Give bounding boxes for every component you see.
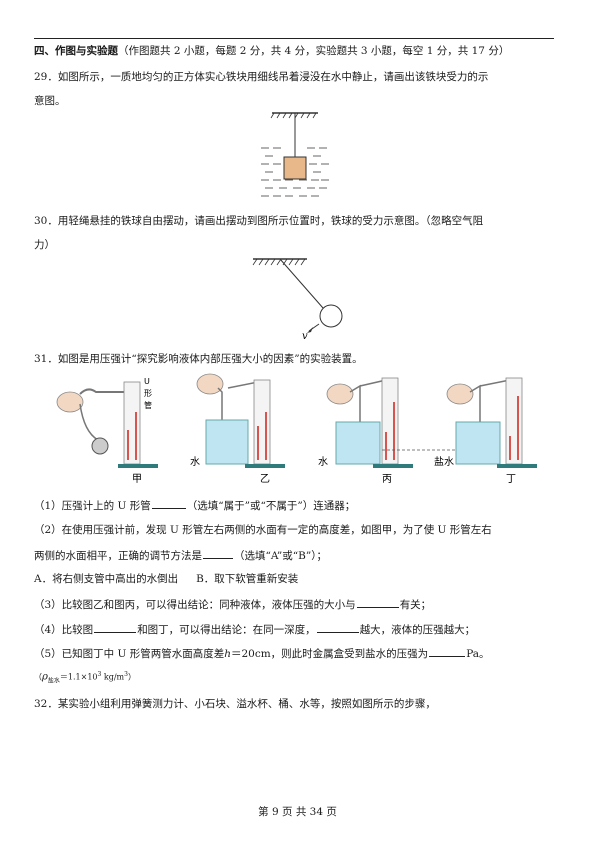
q31-part2-a: 两侧的水面相平，正确的调节方法是 (34, 550, 202, 562)
section-title: 四、作图与实验题 (34, 45, 118, 57)
u-tube-bing (381, 377, 399, 465)
base-bing (373, 464, 413, 468)
density-unit-exponent: 3 (124, 671, 128, 678)
answer-blank-6[interactable] (429, 646, 466, 657)
q30-line2: 力） (34, 239, 55, 251)
hand-ding (446, 383, 474, 405)
label-water-yi: 水 (190, 456, 200, 468)
density-exponent: 3 (97, 671, 102, 678)
beaker-yi (205, 419, 249, 465)
probe-jia (91, 437, 109, 455)
u-tube-yi (253, 379, 271, 465)
q31-intro: 31．如图是用压强计“探究影响液体内部压强大小的因素”的实验装置。 (34, 353, 363, 365)
option-a: A．将右侧支管中高出的水倒出 (34, 573, 179, 585)
apparatus-bing: 水 丙 (318, 377, 413, 485)
answer-blank-1[interactable] (151, 498, 186, 509)
label-yi: 乙 (260, 473, 270, 485)
q29-ceiling-hatch (270, 112, 317, 119)
q31-part3-b: 有关； (399, 599, 432, 611)
q31-part1-a: （1）压强计上的 U 形管 (34, 500, 151, 512)
u-tube-label-3: 管 (144, 400, 152, 410)
answer-blank-2[interactable] (203, 548, 233, 559)
hand-bing (326, 383, 354, 405)
q31-figure: U 形 管 甲 水 乙 水 丙 盐水 (56, 373, 537, 485)
q29-line2: 意图。 (34, 95, 66, 107)
q31-part4-a: （4）比较图 (34, 624, 94, 636)
q30-velocity-arrowhead (307, 327, 313, 333)
label-water-bing: 水 (318, 456, 328, 468)
q31-part4: （4）比较图 和图丁，可以得出结论：在同一深度， 越大，液体的压强越大； (34, 622, 475, 637)
q29-figure (261, 112, 329, 197)
label-bing: 丙 (382, 474, 392, 485)
q31-part4-c: 越大，液体的压强越大； (359, 624, 476, 636)
answer-blank-3[interactable] (356, 597, 399, 608)
beaker-bing (335, 421, 381, 465)
q31-part4-b: 和图丁，可以得出结论：在同一深度， (137, 624, 316, 636)
q31-part5-a: （5）已知图丁中 U 形管两管水面高度差 (34, 648, 225, 660)
beaker-ding (455, 421, 501, 465)
q31-options: A．将右侧支管中高出的水倒出 B．取下软管重新安装 (34, 572, 298, 586)
density-subscript: 盐水 (47, 677, 60, 685)
q30-iron-ball (319, 304, 343, 328)
section-heading: 四、作图与实验题（作图题共 2 小题，每题 2 分，共 4 分，实验题共 3 小… (34, 44, 509, 58)
q30-line1: 30．用轻绳悬挂的铁球自由摆动，请画出摆动到图所示位置时，铁球的受力示意图。（忽… (34, 215, 484, 227)
density-note: （ρ盐水＝1.1×103 kg/m3） (34, 671, 136, 685)
label-ding: 丁 (506, 474, 516, 485)
option-b: B．取下软管重新安装 (196, 573, 299, 585)
hose-jia (79, 388, 129, 430)
q31-part2-line2: 两侧的水面相平，正确的调节方法是 （选填“A”或“B”）； (34, 548, 327, 563)
label-jia: 甲 (132, 474, 142, 485)
q31-part5-c: Pa。 (466, 648, 490, 660)
base-ding (497, 464, 537, 468)
hand-jia (56, 391, 84, 413)
hose-jia-lower (79, 403, 99, 441)
u-tube-jia (123, 381, 141, 465)
height-variable: h (224, 648, 231, 660)
q31-part3: （3）比较图乙和图丙，可以得出结论：同种液体，液体压强的大小与 有关； (34, 597, 431, 612)
label-salt-water: 盐水 (434, 455, 454, 468)
q31-part2-b: （选填“A”或“B”）； (234, 550, 327, 562)
page-footer: 第 9 页 共 34 页 (258, 806, 337, 818)
q31-part1: （1）压强计上的 U 形管 （选填“属于”或“不属于”）连通器； (34, 498, 355, 513)
header-rule (34, 38, 554, 39)
answer-blank-5[interactable] (316, 622, 359, 633)
q29-water (261, 147, 329, 197)
density-value: ＝1.1×10 (59, 672, 98, 682)
q31-part5-b: ＝20cm，则此时金属盒受到盐水的压强为 (230, 648, 429, 660)
q29-iron-block (283, 156, 307, 180)
q31-part2-line1: （2）在使用压强计前，发现 U 形管左右两侧的水面有一定的高度差，如图甲，为了使… (34, 524, 492, 536)
density-unit: kg/m (101, 672, 125, 682)
base-yi (245, 464, 285, 468)
q30-ceiling-hatch (252, 258, 306, 266)
u-tube-ding (505, 377, 523, 465)
hand-yi (196, 373, 224, 395)
q30-velocity-label: v (302, 331, 308, 342)
density-symbol: ρ (42, 671, 48, 683)
base-jia (118, 464, 158, 468)
apparatus-jia: U 形 管 甲 (56, 377, 158, 485)
q31-part3-a: （3）比较图乙和图丙，可以得出结论：同种液体，液体压强的大小与 (34, 599, 356, 611)
u-tube-label-2: 形 (144, 389, 152, 398)
section-note: （作图题共 2 小题，每题 2 分，共 4 分，实验题共 3 小题，每空 1 分… (118, 45, 510, 57)
apparatus-ding: 盐水 丁 (434, 377, 537, 485)
q31-part5: （5）已知图丁中 U 形管两管水面高度差h＝20cm，则此时金属盒受到盐水的压强… (34, 646, 490, 661)
q29-line1: 29．如图所示，一质地均匀的正方体实心铁块用细线吊着浸没在水中静止，请画出该铁块… (34, 71, 489, 83)
answer-blank-4[interactable] (94, 622, 137, 633)
q31-part1-b: （选填“属于”或“不属于”）连通器； (186, 500, 356, 512)
q32-line1: 32．某实验小组利用弹簧测力计、小石块、溢水杯、桶、水等，按照如图所示的步骤， (34, 698, 436, 710)
apparatus-yi: 水 乙 (190, 373, 285, 485)
q30-figure: v (252, 258, 343, 342)
q30-rope (279, 258, 324, 309)
u-tube-label: U (144, 377, 150, 386)
